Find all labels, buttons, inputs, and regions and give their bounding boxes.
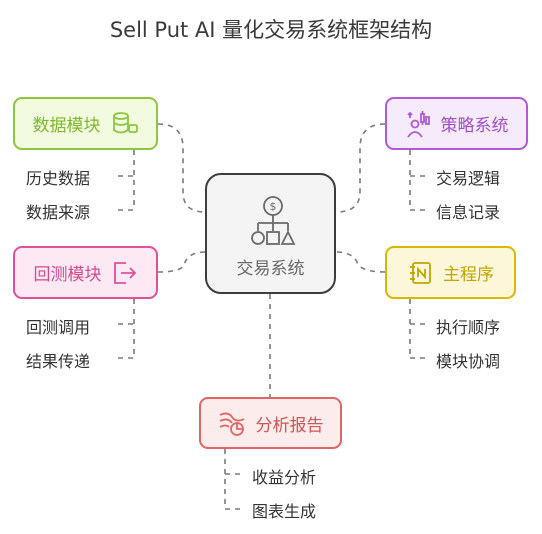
report-item-charts: 图表生成 <box>252 502 317 521</box>
node-backtest-module: 回测模块 <box>13 246 158 299</box>
strategy-item-log: 信息记录 <box>436 203 501 222</box>
connector-strategy-items <box>409 150 426 211</box>
node-analysis-report: 分析报告 <box>199 397 342 449</box>
backtest-label: 回测模块 <box>33 265 102 285</box>
connector-data <box>157 123 206 213</box>
diagram-title: Sell Put AI 量化交易系统框架结构 <box>109 18 433 42</box>
backtest-item-result: 结果传递 <box>26 352 91 371</box>
data-item-history: 历史数据 <box>26 169 91 188</box>
connector-main-items <box>409 299 426 359</box>
exit-arrow-icon <box>113 261 136 284</box>
report-label: 分析报告 <box>255 415 324 436</box>
dollar-hierarchy-icon: $ <box>251 196 296 245</box>
strategy-user-icon <box>406 110 430 138</box>
connector-report-items <box>224 449 242 510</box>
connector-backtest-items <box>118 299 135 359</box>
backtest-item-call: 回测调用 <box>26 318 91 337</box>
svg-text:$: $ <box>270 200 277 213</box>
connector-strategy <box>335 123 386 213</box>
node-main-program: 主程序 <box>385 246 516 299</box>
connector-backtest <box>157 251 206 273</box>
data-item-source: 数据来源 <box>26 203 91 222</box>
report-chart-icon <box>219 412 244 436</box>
main-item-coordination: 模块协调 <box>436 352 501 371</box>
node-data-module: 数据模块 <box>13 97 158 150</box>
strategy-item-logic: 交易逻辑 <box>436 169 501 188</box>
database-icon <box>112 111 138 133</box>
main-program-label: 主程序 <box>443 265 494 285</box>
connector-main <box>335 251 386 273</box>
report-item-returns: 收益分析 <box>252 468 317 487</box>
connector-data-items <box>118 150 135 211</box>
center-node-trading-system: $ 交易系统 <box>205 173 336 294</box>
node-strategy-system: 策略系统 <box>385 97 528 150</box>
data-module-label: 数据模块 <box>32 116 101 136</box>
strategy-label: 策略系统 <box>440 116 509 136</box>
main-item-order: 执行顺序 <box>436 318 501 337</box>
center-label: 交易系统 <box>236 259 305 279</box>
notebook-icon <box>410 261 431 284</box>
